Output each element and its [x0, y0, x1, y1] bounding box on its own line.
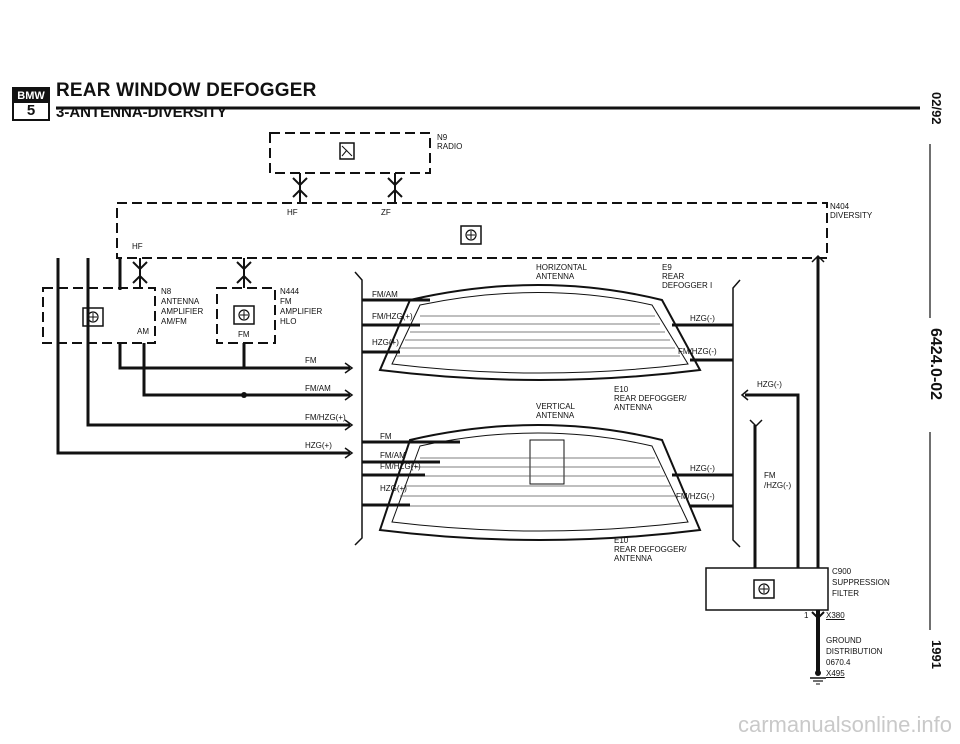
- e10-bottom-line1: REAR DEFOGGER/: [614, 545, 687, 554]
- label-hf-left: HF: [132, 242, 143, 251]
- vertical-antenna-element: [529, 439, 565, 485]
- vertical-antenna-label-2: ANTENNA: [536, 411, 575, 420]
- wire-label-fm: FM: [305, 356, 317, 365]
- amp-n444-id: N444: [280, 287, 300, 296]
- top-label-fmhzg: FM/HZG(+): [372, 312, 413, 321]
- wire-label-hzg: HZG(+): [305, 441, 332, 450]
- diversity-id: N404: [830, 202, 850, 211]
- wire-fmam: [142, 343, 350, 397]
- wire-hzg: [56, 258, 350, 455]
- connector-fm-amp: [236, 258, 252, 288]
- radio-name: RADIO: [437, 142, 463, 151]
- splice-dot: [241, 392, 247, 398]
- amp-n444-icon: [233, 305, 255, 325]
- bot-label-fm: FM: [380, 432, 392, 441]
- radio-box: [269, 132, 431, 174]
- vertical-antenna-label-1: VERTICAL: [536, 402, 575, 411]
- horizontal-antenna-label-1: HORIZONTAL: [536, 263, 587, 272]
- amp-n444-line3: HLO: [280, 317, 297, 326]
- bot-label-hzg-minus: HZG(-): [690, 464, 715, 473]
- e10-top-line2: ANTENNA: [614, 403, 653, 412]
- horizontal-antenna-label-2: ANTENNA: [536, 272, 575, 281]
- right-label-fm: FM: [764, 471, 776, 480]
- wire-label-fmam: FM/AM: [305, 384, 331, 393]
- x380-id: X380: [826, 611, 845, 620]
- diversity-box: [116, 202, 828, 259]
- top-label-hzg: HZG(+): [372, 338, 399, 347]
- rear-window-top: [362, 284, 733, 381]
- e9-id: E9: [662, 263, 672, 272]
- amp-n8-line2: AMPLIFIER: [161, 307, 204, 316]
- c900-box: [705, 567, 829, 611]
- right-bracket: [732, 279, 741, 548]
- wire-fm: [118, 343, 244, 370]
- series-number: 5: [26, 102, 36, 119]
- top-label-fmhzg-minus: FM/HZG(-): [678, 347, 717, 356]
- ground-id: X495: [826, 669, 845, 678]
- e10-bottom-id: E10: [614, 536, 629, 545]
- amp-n8-line1: ANTENNA: [161, 297, 200, 306]
- ground-icon: [810, 670, 826, 685]
- radio-id: N9: [437, 133, 448, 142]
- e10-bottom-line2: ANTENNA: [614, 554, 653, 563]
- bot-label-fmhzg-minus: FM/HZG(-): [676, 492, 715, 501]
- amp-n444-line1: FM: [280, 297, 292, 306]
- rear-window-bottom: [362, 424, 733, 541]
- amp-n8-line3: AM/FM: [161, 317, 187, 326]
- right-connector-arrows: [740, 254, 825, 428]
- amp-n444-box: [216, 287, 276, 344]
- ground-line2: DISTRIBUTION: [826, 647, 883, 656]
- label-hf-top: HF: [287, 208, 298, 217]
- amp-n8-port: AM: [137, 327, 149, 336]
- right-label-hzg-minus: HZG(-): [757, 380, 782, 389]
- diversity-name: DIVERSITY: [830, 211, 873, 220]
- left-bracket: [354, 271, 363, 546]
- diversity-module-icon: [460, 225, 482, 245]
- bmw-logo: BMW 5: [12, 87, 50, 121]
- label-zf-top: ZF: [381, 208, 391, 217]
- ground-line3: 0670.4: [826, 658, 851, 667]
- e9-line2: DEFOGGER I: [662, 281, 713, 290]
- amp-n8-id: N8: [161, 287, 172, 296]
- connector-hf-top: [292, 173, 308, 203]
- bot-label-fmhzg: FM/HZG(+): [380, 462, 421, 471]
- x380-pin: 1: [804, 611, 809, 620]
- bot-label-hzg: HZG(+): [380, 484, 407, 493]
- wire-harness-left: [56, 258, 350, 455]
- connector-x380: [811, 610, 825, 674]
- bot-label-fmam: FM/AM: [380, 451, 406, 460]
- c900-line2: FILTER: [832, 589, 859, 598]
- amp-n8-icon: [82, 307, 104, 327]
- c900-line1: SUPPRESSION: [832, 578, 890, 587]
- amp-n444-port: FM: [238, 330, 250, 339]
- amp-n8-box: [42, 287, 156, 344]
- c900-id: C900: [832, 567, 852, 576]
- wire-label-fmhzg: FM/HZG(+): [305, 413, 346, 422]
- wire-hzg-minus: [745, 393, 800, 568]
- ground-line1: GROUND: [826, 636, 862, 645]
- watermark: carmanualsonline.info: [737, 712, 952, 737]
- right-label-fm-hzg: /HZG(-): [764, 481, 792, 490]
- c900-icon: [753, 579, 775, 599]
- top-label-fmam: FM/AM: [372, 290, 398, 299]
- wire-fm-to-connector: [242, 343, 350, 370]
- radio-icon: [339, 142, 355, 160]
- wire-harness-right: [745, 258, 820, 568]
- connector-hf-left: [132, 258, 148, 288]
- e9-line1: REAR: [662, 272, 685, 281]
- wire-fmhzg: [86, 258, 350, 427]
- bmw-logo-text: BMW: [14, 89, 48, 103]
- connector-zf-top: [387, 173, 403, 203]
- amp-n444-line2: AMPLIFIER: [280, 307, 323, 316]
- e10-top-line1: REAR DEFOGGER/: [614, 394, 687, 403]
- e10-top-id: E10: [614, 385, 629, 394]
- top-label-hzg-minus: HZG(-): [690, 314, 715, 323]
- left-connector-arrows: [344, 362, 354, 459]
